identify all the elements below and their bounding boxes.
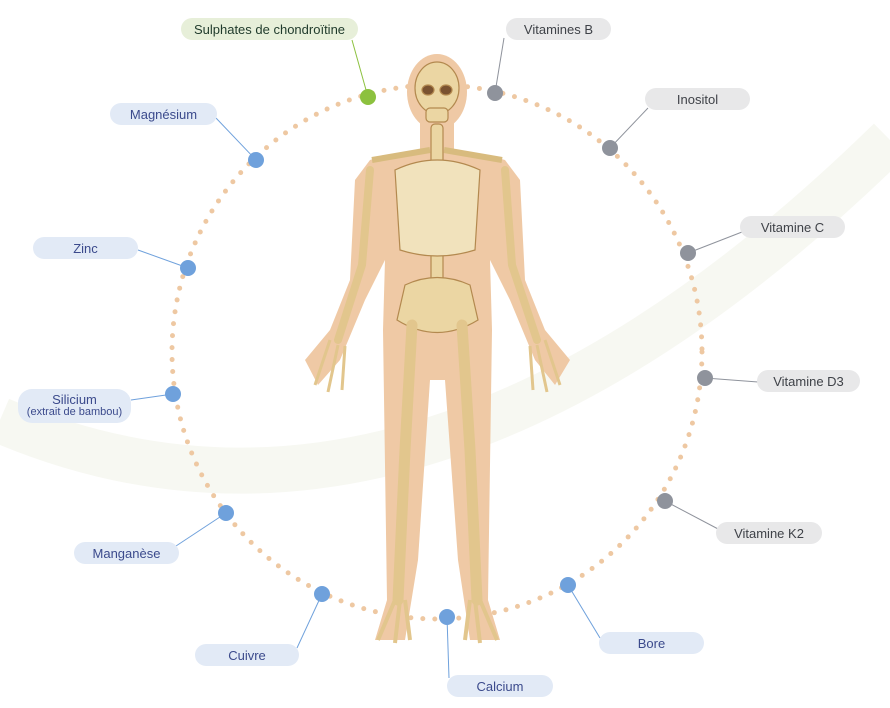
label-text: Manganèse: [92, 545, 161, 561]
marker-chondroitin: [360, 89, 376, 105]
marker-magnesium: [248, 152, 264, 168]
label-inositol: Inositol: [645, 88, 750, 110]
label-text: Cuivre: [228, 647, 266, 663]
label-chondroitin: Sulphates de chondroïtine: [181, 18, 358, 40]
label-calcium: Calcium: [447, 675, 553, 697]
label-text: Bore: [637, 635, 666, 651]
label-text: Silicium: [52, 392, 97, 407]
label-boron: Bore: [599, 632, 704, 654]
label-text: Vitamine D3: [773, 373, 844, 389]
marker-vitamin-d3: [697, 370, 713, 386]
marker-vitamin-k2: [657, 493, 673, 509]
label-vitamin-c: Vitamine C: [740, 216, 845, 238]
marker-silicon: [165, 386, 181, 402]
label-vitamin-k2: Vitamine K2: [716, 522, 822, 544]
label-subtext: (extrait de bambou): [26, 406, 123, 418]
marker-zinc: [180, 260, 196, 276]
skeleton-bones: [313, 61, 562, 644]
label-zinc: Zinc: [33, 237, 138, 259]
label-text: Zinc: [73, 240, 98, 256]
marker-boron: [560, 577, 576, 593]
marker-inositol: [602, 140, 618, 156]
label-silicon: Silicium (extrait de bambou): [18, 389, 131, 423]
label-copper: Cuivre: [195, 644, 299, 666]
label-text: Inositol: [676, 91, 719, 107]
label-vitamins-b: Vitamines B: [506, 18, 611, 40]
label-manganese: Manganèse: [74, 542, 179, 564]
marker-calcium: [439, 609, 455, 625]
label-text: Vitamine C: [760, 219, 825, 235]
marker-copper: [314, 586, 330, 602]
label-text: Vitamine K2: [734, 525, 804, 541]
dotted-ring: [169, 82, 705, 622]
marker-vitamin-c: [680, 245, 696, 261]
background-arc: [0, 123, 890, 494]
marker-manganese: [218, 505, 234, 521]
marker-vitamins-b: [487, 85, 503, 101]
label-text: Sulphates de chondroïtine: [193, 21, 346, 37]
label-text: Magnésium: [129, 106, 198, 122]
label-text: Vitamines B: [523, 21, 594, 37]
label-magnesium: Magnésium: [110, 103, 217, 125]
label-text: Calcium: [476, 678, 524, 694]
label-vitamin-d3: Vitamine D3: [757, 370, 860, 392]
